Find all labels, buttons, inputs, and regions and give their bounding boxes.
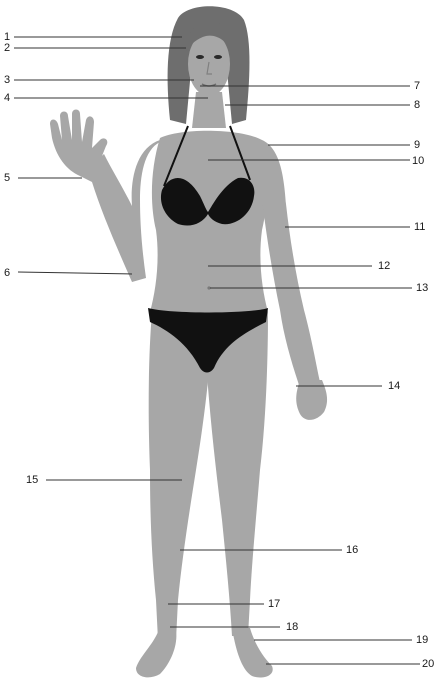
label-9: 9 xyxy=(414,139,420,151)
label-17: 17 xyxy=(268,598,280,610)
right-eye xyxy=(214,55,222,59)
label-12: 12 xyxy=(378,260,390,272)
label-2: 2 xyxy=(4,42,10,54)
neck xyxy=(192,92,226,128)
leader-line-6 xyxy=(18,272,132,274)
left-foot xyxy=(232,628,273,678)
hanging-arm xyxy=(262,140,320,388)
left-eye xyxy=(196,55,204,59)
torso xyxy=(150,131,268,312)
label-7: 7 xyxy=(414,80,420,92)
label-16: 16 xyxy=(346,544,358,556)
label-5: 5 xyxy=(4,172,10,184)
label-4: 4 xyxy=(4,92,10,104)
label-13: 13 xyxy=(416,282,428,294)
label-14: 14 xyxy=(388,380,400,392)
label-3: 3 xyxy=(4,74,10,86)
label-8: 8 xyxy=(414,99,420,111)
label-19: 19 xyxy=(416,634,428,646)
label-18: 18 xyxy=(286,621,298,633)
label-20: 20 xyxy=(422,658,434,670)
label-6: 6 xyxy=(4,267,10,279)
right-foot xyxy=(136,632,176,677)
label-10: 10 xyxy=(412,155,424,167)
label-11: 11 xyxy=(414,221,425,233)
label-15: 15 xyxy=(26,474,38,486)
